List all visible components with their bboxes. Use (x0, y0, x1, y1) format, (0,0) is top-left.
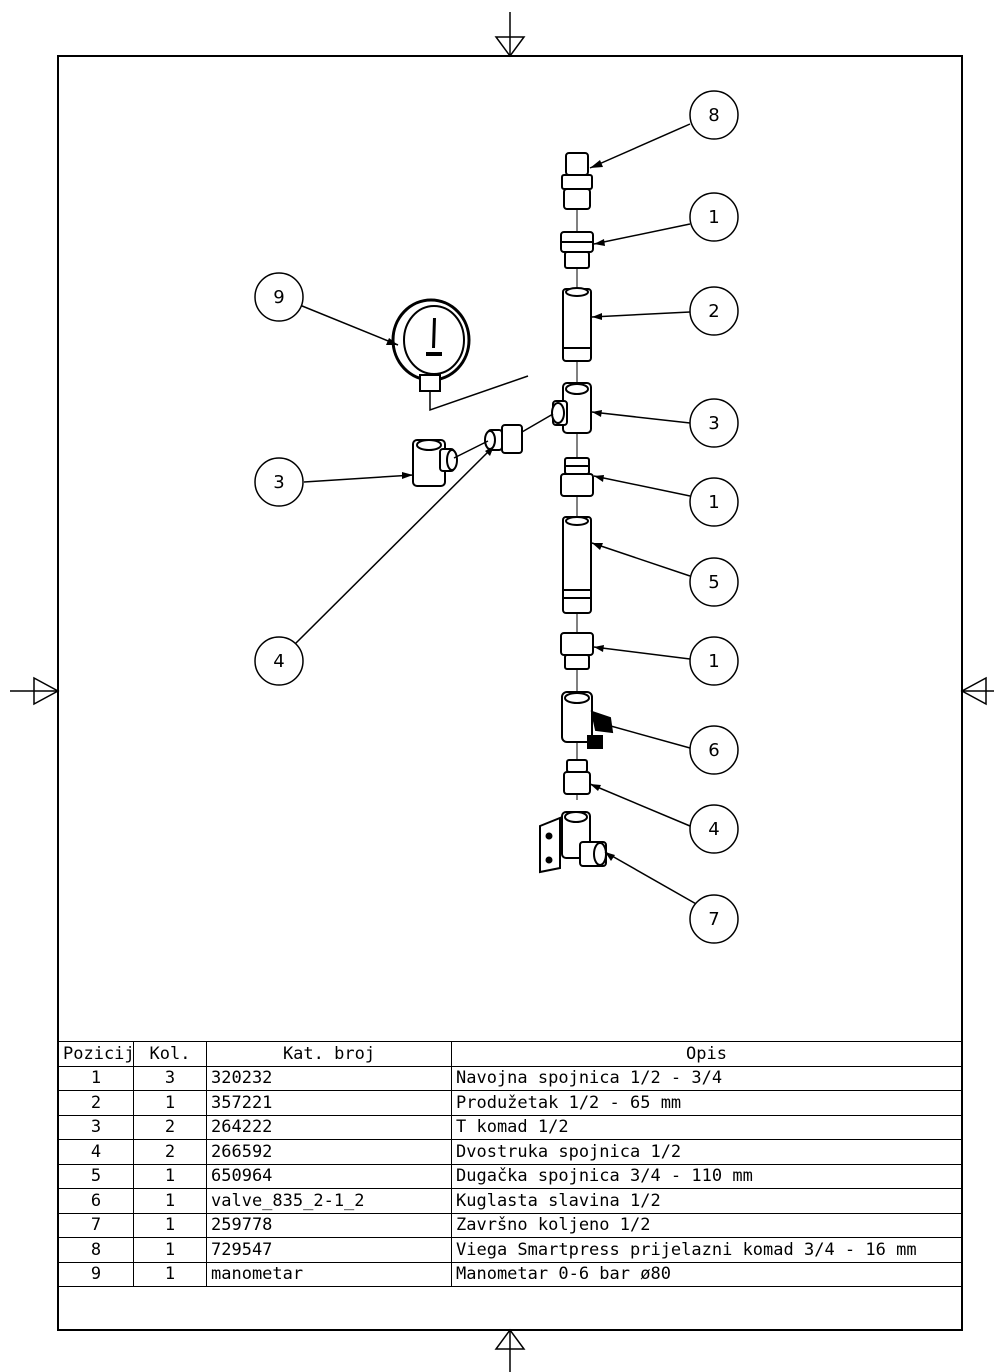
balloon: 4 (689, 804, 739, 854)
header-position: Pozicija (58, 1041, 134, 1067)
cell-catalog-number: 320232 (206, 1065, 452, 1091)
table-row: 5 1 650964 Dugačka spojnica 3/4 - 110 mm (58, 1163, 962, 1189)
svg-text:1: 1 (708, 651, 719, 672)
cell-description: Produžetak 1/2 - 65 mm (451, 1090, 962, 1116)
orientation-arrow-top (494, 12, 526, 58)
table-row: 1 3 320232 Navojna spojnica 1/2 - 3/4 (58, 1065, 962, 1091)
cell-position: 2 (58, 1090, 134, 1116)
balloon: 2 (689, 286, 739, 336)
part-pressure-gauge (391, 298, 529, 412)
header-catalog-number: Kat. broj (206, 1041, 452, 1067)
balloon: 6 (689, 725, 739, 775)
cell-position: 4 (58, 1139, 134, 1165)
table-row: 8 1 729547 Viega Smartpress prijelazni k… (58, 1237, 962, 1263)
table-row: 2 1 357221 Produžetak 1/2 - 65 mm (58, 1090, 962, 1116)
orientation-arrow-right (960, 676, 994, 706)
table-row: 9 1 manometar Manometar 0-6 bar ø80 (58, 1261, 962, 1287)
cell-description: Navojna spojnica 1/2 - 3/4 (451, 1065, 962, 1091)
part-threaded-coupling-3 (560, 632, 594, 670)
cell-position: 7 (58, 1212, 134, 1238)
connector-line (453, 440, 489, 459)
leader-lines (279, 123, 699, 906)
cell-quantity: 2 (133, 1114, 207, 1140)
part-long-coupling (562, 516, 592, 614)
cell-description: Kuglasta slavina 1/2 (451, 1188, 962, 1214)
bill-of-materials: Pozicija Kol. Kat. broj Opis 1 3 320232 … (58, 1041, 962, 1287)
svg-text:8: 8 (708, 105, 719, 126)
part-end-elbow (539, 811, 607, 874)
cell-catalog-number: 259778 (206, 1212, 452, 1238)
cell-description: Dugačka spojnica 3/4 - 110 mm (451, 1163, 962, 1189)
cell-quantity: 2 (133, 1139, 207, 1165)
table-row: 6 1 valve_835_2-1_2 Kuglasta slavina 1/2 (58, 1188, 962, 1214)
svg-text:4: 4 (708, 819, 719, 840)
part-threaded-coupling-2 (560, 457, 594, 497)
cell-position: 1 (58, 1065, 134, 1091)
svg-text:3: 3 (273, 472, 284, 493)
cell-catalog-number: valve_835_2-1_2 (206, 1188, 452, 1214)
cell-catalog-number: 357221 (206, 1090, 452, 1116)
cell-quantity: 1 (133, 1212, 207, 1238)
part-threaded-coupling-1 (560, 231, 594, 269)
balloon: 3 (689, 398, 739, 448)
cell-quantity: 1 (133, 1090, 207, 1116)
bom-header-row: Pozicija Kol. Kat. broj Opis (58, 1041, 962, 1067)
cell-description: Dvostruka spojnica 1/2 (451, 1139, 962, 1165)
balloon: 8 (689, 90, 739, 140)
part-ball-valve (561, 691, 614, 749)
cell-catalog-number: 650964 (206, 1163, 452, 1189)
cell-description: T komad 1/2 (451, 1114, 962, 1140)
balloon: 9 (254, 272, 304, 322)
cell-catalog-number: 264222 (206, 1114, 452, 1140)
part-double-coupling-lower (563, 759, 591, 795)
table-row: 3 2 264222 T komad 1/2 (58, 1114, 962, 1140)
svg-text:9: 9 (273, 287, 284, 308)
cell-quantity: 1 (133, 1237, 207, 1263)
cell-quantity: 1 (133, 1261, 207, 1287)
part-extension (562, 287, 592, 362)
cell-quantity: 1 (133, 1163, 207, 1189)
balloon: 3 (254, 457, 304, 507)
svg-text:4: 4 (273, 651, 284, 672)
cell-catalog-number: manometar (206, 1261, 452, 1287)
orientation-arrow-left (10, 676, 60, 706)
cell-position: 6 (58, 1188, 134, 1214)
leader-arrowheads (386, 160, 615, 861)
part-smartpress-adapter (561, 152, 593, 210)
svg-text:1: 1 (708, 492, 719, 513)
cell-position: 8 (58, 1237, 134, 1263)
cell-position: 5 (58, 1163, 134, 1189)
connector-line (521, 413, 554, 433)
balloon: 1 (689, 636, 739, 686)
cell-quantity: 1 (133, 1188, 207, 1214)
cell-position: 9 (58, 1261, 134, 1287)
svg-text:3: 3 (708, 413, 719, 434)
cell-quantity: 3 (133, 1065, 207, 1091)
svg-text:6: 6 (708, 740, 719, 761)
balloon: 4 (254, 636, 304, 686)
balloon: 7 (689, 894, 739, 944)
table-row: 7 1 259778 Završno koljeno 1/2 (58, 1212, 962, 1238)
part-t-piece-left (412, 439, 458, 487)
balloon: 1 (689, 477, 739, 527)
cell-description: Manometar 0-6 bar ø80 (451, 1261, 962, 1287)
cell-catalog-number: 729547 (206, 1237, 452, 1263)
header-description: Opis (451, 1041, 962, 1067)
part-double-coupling-left (484, 424, 523, 454)
part-t-piece-right (551, 382, 592, 434)
svg-text:2: 2 (708, 301, 719, 322)
orientation-arrow-bottom (494, 1328, 526, 1372)
svg-text:7: 7 (708, 909, 719, 930)
table-row: 4 2 266592 Dvostruka spojnica 1/2 (58, 1139, 962, 1165)
cell-catalog-number: 266592 (206, 1139, 452, 1165)
cell-position: 3 (58, 1114, 134, 1140)
balloon: 1 (689, 192, 739, 242)
balloon: 5 (689, 557, 739, 607)
cell-description: Viega Smartpress prijelazni komad 3/4 - … (451, 1237, 962, 1263)
cell-description: Završno koljeno 1/2 (451, 1212, 962, 1238)
svg-text:1: 1 (708, 207, 719, 228)
svg-text:5: 5 (708, 572, 719, 593)
header-quantity: Kol. (133, 1041, 207, 1067)
